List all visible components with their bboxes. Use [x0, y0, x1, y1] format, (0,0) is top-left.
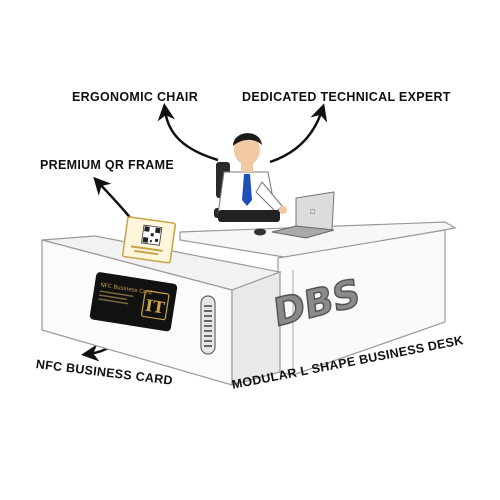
arrow-to-chair [157, 103, 219, 162]
svg-text:☐: ☐ [310, 209, 315, 216]
mouse [254, 228, 266, 236]
card-monogram: IT [144, 296, 166, 318]
label-ergonomic-chair: ERGONOMIC CHAIR [72, 90, 199, 104]
technical-expert [217, 133, 287, 222]
desk-side-face [231, 271, 281, 386]
laptop: ☐ [271, 191, 335, 239]
label-technical-expert: DEDICATED TECHNICAL EXPERT [242, 90, 451, 104]
qr-frame [121, 216, 177, 264]
label-qr-frame: PREMIUM QR FRAME [40, 158, 174, 172]
nfc-card: NFC Business Card IT [89, 272, 178, 332]
arrow-to-expert [269, 103, 328, 164]
arrow-to-qr-frame [93, 176, 133, 221]
tie [242, 174, 252, 206]
